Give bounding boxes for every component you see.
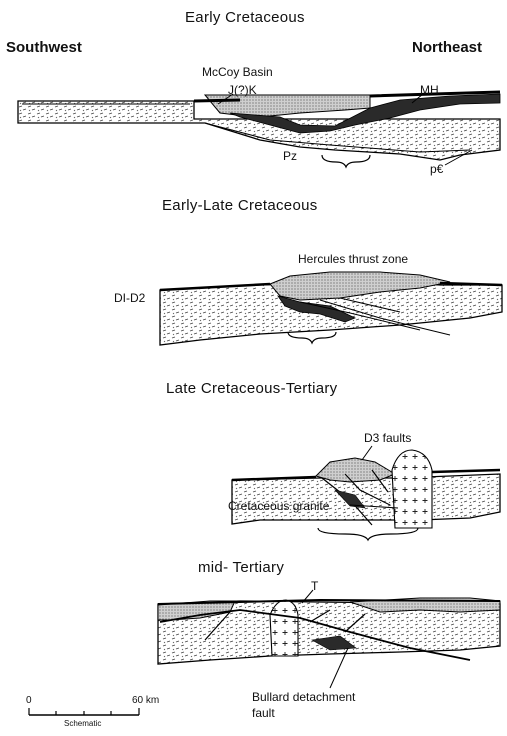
granite-brace xyxy=(318,528,418,540)
panel-early-cretaceous-section xyxy=(18,92,500,167)
d1d2-brace xyxy=(288,332,336,343)
d3-leader xyxy=(362,446,372,460)
label-hercules-thrust-zone: Hercules thrust zone xyxy=(298,253,408,265)
label-mccoy-basin: McCoy Basin xyxy=(202,66,273,78)
panel-3-title: Late Cretaceous-Tertiary xyxy=(166,381,337,396)
panel-4-title: mid- Tertiary xyxy=(198,560,284,575)
panel-2-title: Early-Late Cretaceous xyxy=(162,198,318,213)
d3-stipple-lens xyxy=(316,458,395,482)
label-fault: fault xyxy=(252,707,275,719)
pz-brace xyxy=(322,155,370,167)
panel-1-title: Early Cretaceous xyxy=(185,10,305,25)
label-t: T xyxy=(311,580,318,592)
panel-mid-tertiary-section xyxy=(158,590,500,688)
label-pc: p€ xyxy=(430,163,443,175)
label-d3-faults: D3 faults xyxy=(364,432,411,444)
mccoy-basin-fill xyxy=(205,95,370,116)
label-jk: J(?)K xyxy=(228,84,257,96)
direction-northeast: Northeast xyxy=(412,40,482,55)
panel-early-late-cretaceous-section xyxy=(160,272,502,345)
label-cretaceous-granite: Cretaceous granite xyxy=(228,500,329,512)
label-mh: MH xyxy=(420,84,439,96)
granite-body xyxy=(392,450,432,528)
scale-bar xyxy=(29,708,139,715)
label-pz: Pz xyxy=(283,150,297,162)
granite-body xyxy=(270,600,298,656)
label-bullard-detachment: Bullard detachment xyxy=(252,691,355,703)
panel-late-cretaceous-tertiary-section xyxy=(232,446,500,540)
scale-start-label: 0 xyxy=(26,696,32,706)
label-d1-d2: DI-D2 xyxy=(114,292,145,304)
direction-southwest: Southwest xyxy=(6,40,82,55)
scale-caption: Schematic xyxy=(64,720,101,728)
scale-end-label: 60 km xyxy=(132,696,159,706)
